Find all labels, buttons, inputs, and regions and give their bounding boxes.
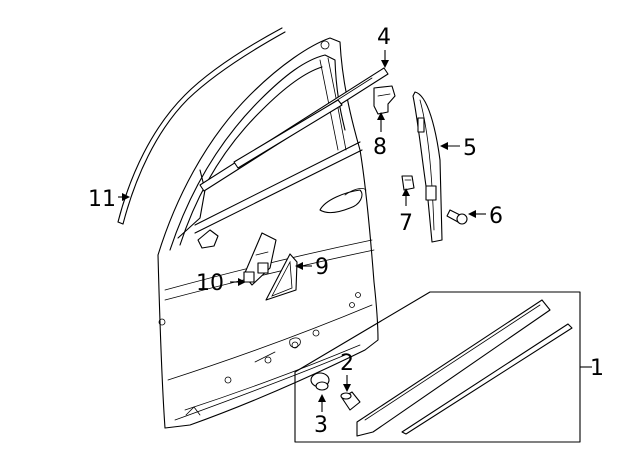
callout-9[interactable]: 9 <box>315 255 329 280</box>
part-5-pillar-applique[interactable] <box>412 91 443 243</box>
callout-11[interactable]: 11 <box>88 187 116 212</box>
inner-run-channel <box>233 99 343 169</box>
part-2-push-clip[interactable] <box>340 391 361 411</box>
part-9-triangle-trim[interactable] <box>265 253 298 301</box>
callout-labels: 1 2 3 4 5 6 7 8 9 10 11 <box>88 25 604 438</box>
callout-10[interactable]: 10 <box>196 271 224 296</box>
callout-3[interactable]: 3 <box>314 413 328 438</box>
callout-8[interactable]: 8 <box>373 135 387 160</box>
callout-2[interactable]: 2 <box>340 351 354 376</box>
callout-7[interactable]: 7 <box>399 211 413 236</box>
callout-4[interactable]: 4 <box>377 25 391 50</box>
callout-1[interactable]: 1 <box>590 356 604 381</box>
part-6-screw[interactable] <box>446 209 468 225</box>
callout-6[interactable]: 6 <box>489 204 503 229</box>
part-8-bracket[interactable] <box>373 85 396 115</box>
part-7-clip[interactable] <box>401 175 415 191</box>
part-10-sail-bracket[interactable] <box>243 232 277 286</box>
part-1-door-molding[interactable] <box>356 299 573 437</box>
part-3-grommet[interactable] <box>310 372 330 391</box>
door-shell <box>157 37 379 429</box>
callout-5[interactable]: 5 <box>463 136 477 161</box>
part-11-frame-weatherstrip[interactable] <box>117 27 286 225</box>
leaders <box>118 50 592 412</box>
